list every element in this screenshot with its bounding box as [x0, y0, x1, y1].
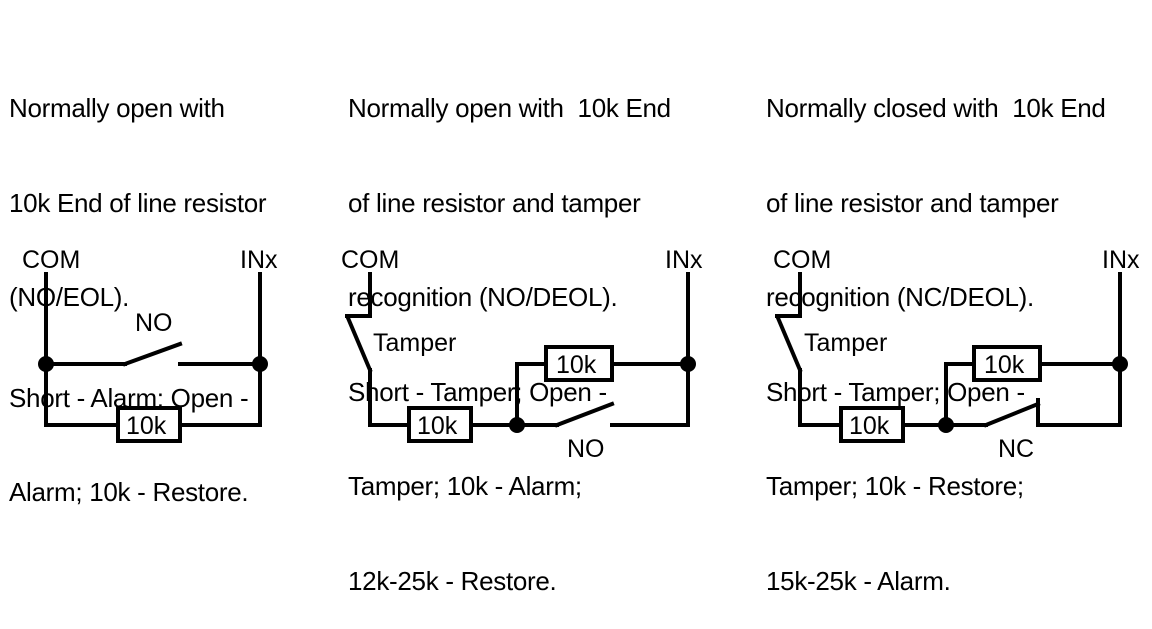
description-line: 15k-25k - Alarm.	[766, 565, 951, 596]
parallel-resistor	[972, 345, 1042, 382]
inx-label: INx	[665, 246, 703, 274]
parallel-resistor	[544, 345, 614, 382]
description-line: Short - Tamper; Open -	[348, 376, 607, 407]
inx-label: INx	[1102, 246, 1140, 274]
parallel-resistor-label: 10k	[984, 351, 1025, 379]
wiring-diagrams: COM INx NO 10k COM INx Tamper NO	[22, 246, 1140, 463]
description-line: 12k-25k - Restore.	[348, 565, 557, 596]
no-switch	[554, 401, 615, 428]
tamper-switch	[345, 315, 373, 373]
description-line: Tamper; 10k - Restore;	[766, 471, 1024, 501]
tamper-label: Tamper	[804, 329, 887, 357]
description-line: (NO/EOL).	[9, 282, 130, 312]
com-label: COM	[341, 246, 399, 274]
junction-dot	[680, 356, 696, 372]
circuit-no-eol: COM INx NO 10k	[22, 246, 278, 443]
inx-label: INx	[240, 246, 278, 274]
description-line: of line resistor and tamper	[348, 187, 641, 218]
description-line: Tamper; 10k - Alarm;	[348, 471, 582, 501]
junction-dot	[509, 417, 525, 433]
series-resistor	[839, 406, 905, 443]
resistor	[116, 406, 182, 443]
description-line: recognition (NC/DEOL).	[766, 282, 1034, 312]
tamper-label: Tamper	[373, 329, 456, 357]
com-label: COM	[773, 246, 831, 274]
series-resistor-label: 10k	[849, 412, 890, 440]
nc-switch	[983, 398, 1041, 428]
circuit-no-deol: COM INx Tamper NO 10k 10k	[341, 246, 703, 463]
description-line: Normally open with	[9, 93, 225, 123]
junction-dot	[252, 356, 268, 372]
parallel-resistor-label: 10k	[556, 351, 597, 379]
description-line: 10k End of line resistor	[9, 187, 267, 218]
description-line: Alarm; 10k - Restore.	[9, 477, 249, 507]
series-resistor	[407, 406, 473, 443]
wires	[44, 272, 262, 427]
tamper-switch	[775, 315, 803, 373]
description-line: Normally closed with 10k End	[766, 93, 1106, 123]
wires	[345, 272, 690, 427]
junction-dot	[1112, 356, 1128, 372]
junction-dot	[38, 356, 54, 372]
junction-dot	[938, 417, 954, 433]
resistor-label: 10k	[126, 412, 167, 440]
description-line: Short - Alarm; Open -	[9, 382, 249, 413]
switch-label: NO	[567, 435, 605, 463]
no-switch	[122, 341, 183, 367]
description-line: of line resistor and tamper	[766, 187, 1059, 218]
circuit-nc-deol: COM INx Tamper NC 10k 10k	[773, 246, 1140, 463]
description-line: Normally open with 10k End	[348, 93, 671, 123]
com-label: COM	[22, 246, 80, 274]
switch-label: NC	[998, 435, 1034, 463]
switch-label: NO	[135, 309, 173, 337]
series-resistor-label: 10k	[417, 412, 458, 440]
